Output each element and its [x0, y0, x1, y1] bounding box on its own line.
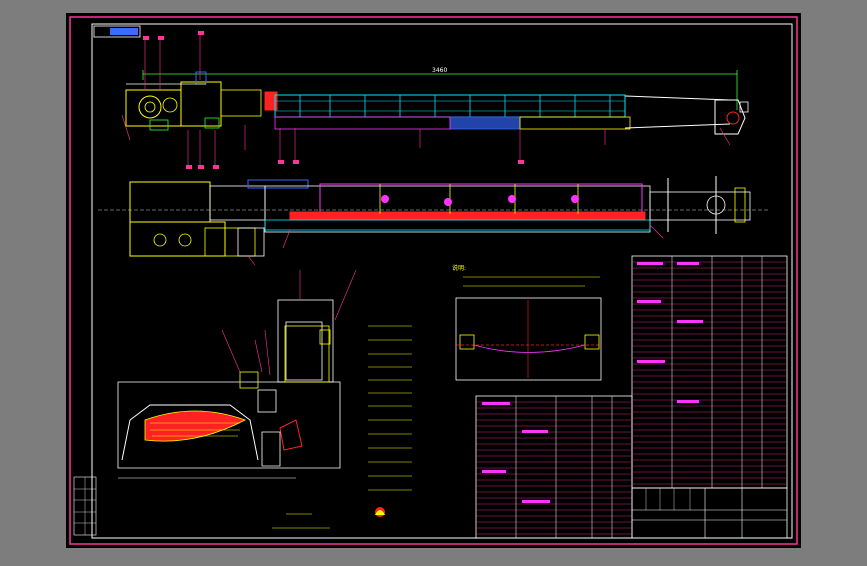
elevation-view: 3460 — [121, 31, 749, 169]
signature-block — [73, 476, 97, 536]
section-view — [117, 269, 357, 529]
stamp-fill — [110, 28, 138, 35]
outer-frame — [69, 16, 798, 545]
drawing-sheet — [66, 13, 801, 548]
bill-of-materials — [475, 255, 788, 539]
notes-title: 说明: — [452, 264, 466, 272]
parts-list — [368, 325, 412, 491]
plan-view — [98, 176, 770, 266]
stamp-box — [93, 25, 141, 38]
title-block — [631, 487, 788, 539]
overall-dimension: 3460 — [432, 67, 447, 74]
company-logo — [375, 507, 385, 517]
inner-frame — [91, 23, 793, 539]
technical-notes: 说明: — [452, 264, 602, 381]
